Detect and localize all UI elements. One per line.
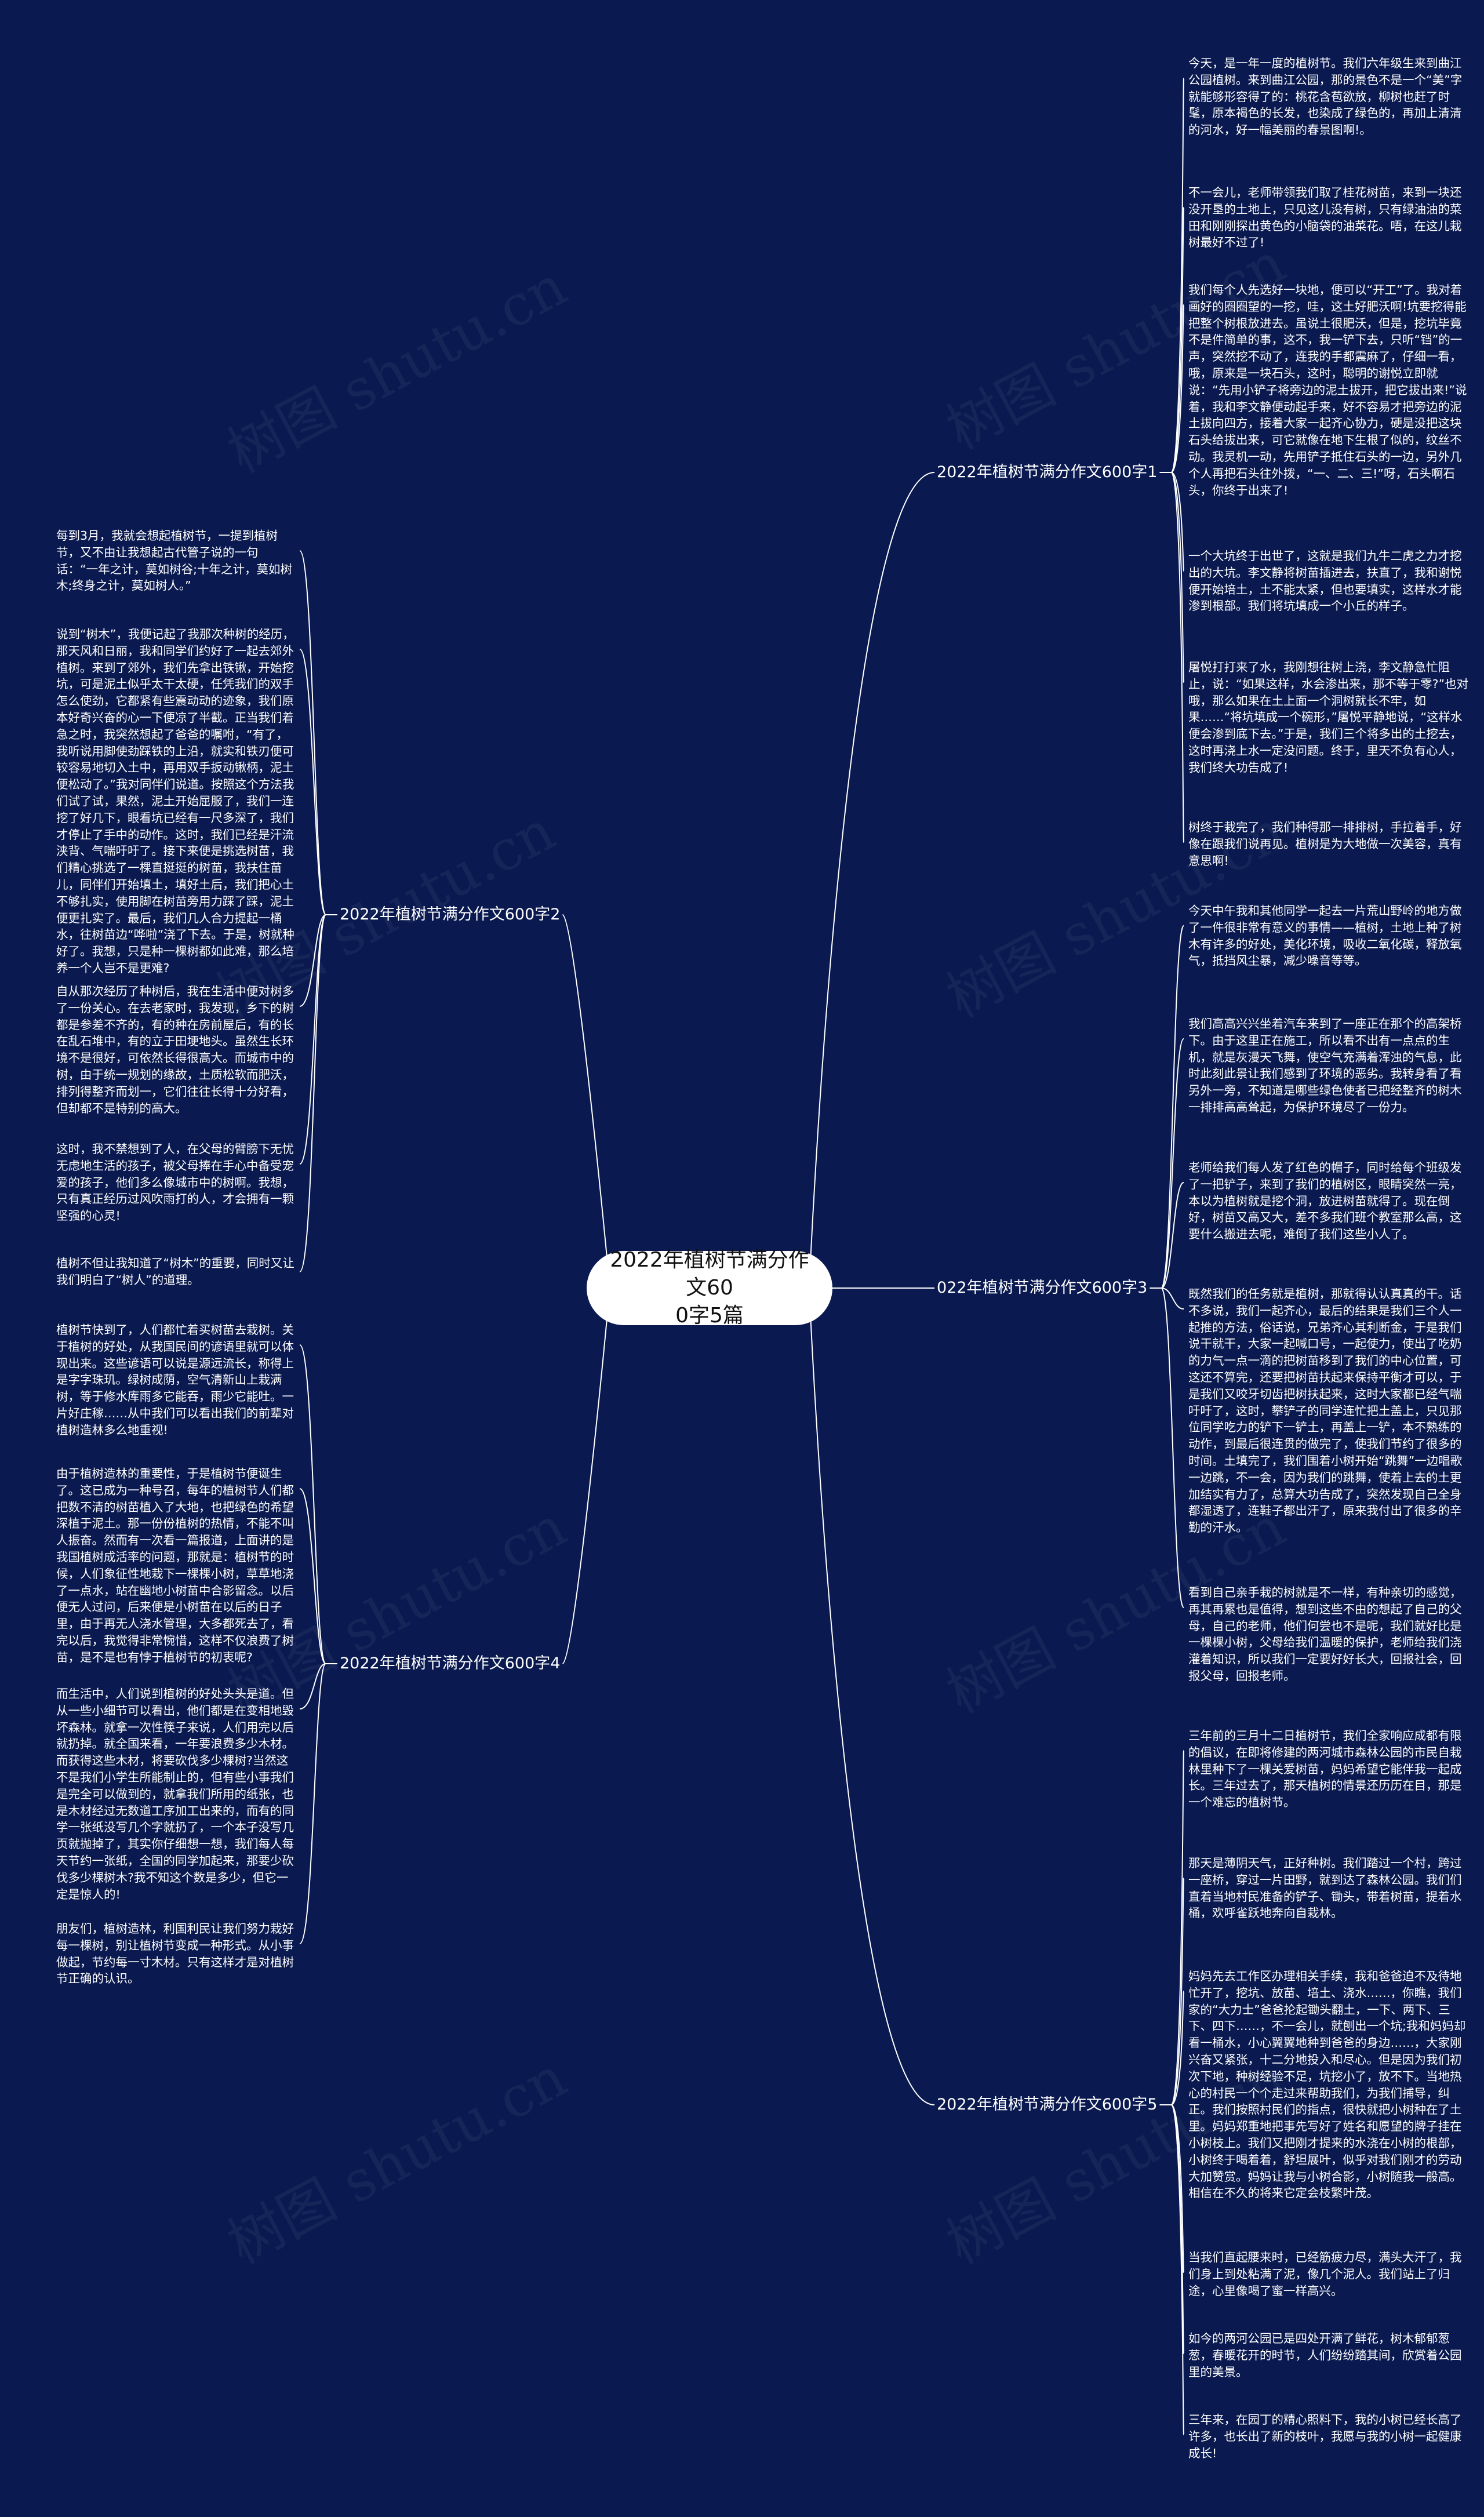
branch-4-leaf-3: 而生活中，人们说到植树的好处头头是道。但从一些小细节可以看出，他们都是在变相地毁… bbox=[56, 1687, 294, 1901]
branch-2-leaf-4: 这时，我不禁想到了人，在父母的臂膀下无忧无虑地生活的孩子，被父母捧在手心中备受宠… bbox=[56, 1142, 294, 1223]
branch-1-leaf-2: 不一会儿，老师带领我们取了桂花树苗，来到一块还没开垦的土地上，只见这儿没有树，只… bbox=[1188, 185, 1462, 250]
branch-1-leaf-6-link bbox=[1170, 472, 1184, 843]
branch-2-leaf-3: 自从那次经历了种树后，我在生活中便对树多了一份关心。在去老家时，我发现，乡下的树… bbox=[56, 984, 294, 1115]
branch-2-leaf-1-link bbox=[299, 550, 326, 915]
branch-3-leaf-2-link bbox=[1161, 1038, 1184, 1289]
branch-5[interactable]: 2022年植树节满分作文600字5 bbox=[937, 2096, 1158, 2114]
branch-1-leaf-3: 我们每个人先选好一块地，便可以“开工”了。我对着画好的圈圈望的一挖，哇，这土好肥… bbox=[1188, 283, 1467, 497]
branch-1-leaf-3-link bbox=[1170, 304, 1184, 473]
branch-5-leaf-3-link bbox=[1170, 1991, 1184, 2105]
root-topic[interactable]: 2022年植树节满分作文60 0字5篇 bbox=[587, 1248, 832, 1327]
branch-1-leaf-2-link bbox=[1170, 207, 1184, 473]
branch-1-leaf-4-link bbox=[1170, 472, 1184, 572]
branch-1-leaf-5: 屠悦打打来了水，我刚想往树上浇，李文静急忙阻止，说：“如果这样，水会渗出来，那不… bbox=[1188, 660, 1469, 774]
branch-5-leaf-4: 当我们直起腰来时，已经筋疲力尽，满头大汗了，我们身上到处粘满了泥，像几个泥人。我… bbox=[1188, 2250, 1462, 2298]
branch-4-leaf-4-link bbox=[299, 1663, 326, 1944]
branch-2-leaf-5: 植树不但让我知道了“树木”的重要，同时又让我们明白了“树人”的道理。 bbox=[56, 1256, 294, 1287]
branch-2-leaf-3-link bbox=[299, 914, 326, 1007]
branch-3-leaf-5: 看到自己亲手栽的树就是不一样，有种亲切的感觉，再其再累也是值得，想到这些不由的想… bbox=[1188, 1585, 1462, 1683]
branch-5-leaf-3: 妈妈先去工作区办理相关手续，我和爸爸迫不及待地忙开了，挖坑、放苗、培土、浇水……… bbox=[1188, 1969, 1466, 2200]
branch-2-leaf-2-link bbox=[299, 649, 326, 915]
branch-1[interactable]: 2022年植树节满分作文600字1 bbox=[937, 463, 1158, 481]
branch-3-leaf-5-link bbox=[1161, 1287, 1184, 1608]
root-topic-line-2: 0字5篇 bbox=[675, 1304, 744, 1327]
branch-1-leaf-1-link bbox=[1170, 78, 1184, 473]
branch-2-leaf-1: 每到3月，我就会想起植树节，一提到植树节，又不由让我想起古代管子说的一句话：“一… bbox=[56, 529, 293, 593]
branch-3-leaf-4-link bbox=[1161, 1287, 1184, 1310]
branch-5-leaf-6: 三年来，在园丁的精心照料下，我的小树已经长高了许多，也长出了新的枝叶，我愿与我的… bbox=[1188, 2413, 1462, 2460]
branch-2-leaf-2: 说到“树木”，我便记起了我那次种树的经历，那天风和日丽，我和同学们约好了一起去郊… bbox=[56, 627, 294, 975]
branch-1-link bbox=[809, 472, 935, 1289]
branch-5-leaf-5: 如今的两河公园已是四处开满了鲜花，树木郁郁葱葱，春暖花开的时节，人们纷纷踏其间，… bbox=[1188, 2332, 1462, 2379]
branch-5-leaf-4-link bbox=[1170, 2104, 1184, 2273]
branch-1-leaf-6: 树终于栽完了，我们种得那一排排树，手拉着手，好像在跟我们说再见。植树是为大地做一… bbox=[1188, 820, 1462, 868]
branch-5-leaf-1-link bbox=[1170, 1750, 1184, 2105]
branch-5-leaf-5-link bbox=[1170, 2104, 1184, 2354]
branch-3-leaf-3-link bbox=[1161, 1182, 1184, 1289]
branch-4-leaf-1-link bbox=[299, 1344, 326, 1664]
branch-2[interactable]: 2022年植树节满分作文600字2 bbox=[340, 905, 561, 923]
branch-1-leaf-4: 一个大坑终于出世了，这就是我们九牛二虎之力才挖出的大坑。李文静将树苗插进去，扶直… bbox=[1188, 549, 1462, 613]
branch-3-leaf-1-link bbox=[1161, 925, 1184, 1289]
root-topic-line-1: 2022年植树节满分作文60 bbox=[610, 1248, 809, 1300]
branch-2-leaf-4-link bbox=[299, 914, 326, 1165]
branch-3-leaf-2: 我们高高兴兴坐着汽车来到了一座正在那个的高架桥下。由于这里正在施工，所以看不出有… bbox=[1188, 1017, 1462, 1114]
branch-2-link bbox=[562, 914, 610, 1289]
branch-4-leaf-2: 由于植树造林的重要性，于是植树节便诞生了。这已成为一种号召，每年的植树节人们都把… bbox=[56, 1467, 294, 1664]
branch-5-leaf-1: 三年前的三月十二日植树节，我们全家响应成都有限的倡议，在即将修建的两河城市森林公… bbox=[1188, 1729, 1462, 1810]
branch-3-leaf-1: 今天中午我和其他同学一起去一片荒山野岭的地方做了一件很非常有意义的事情——植树，… bbox=[1188, 904, 1462, 968]
branch-4-leaf-3-link bbox=[299, 1663, 326, 1709]
branch-1-leaf-1: 今天，是一年一度的植树节。我们六年级生来到曲江公园植树。来到曲江公园，那的景色不… bbox=[1188, 56, 1463, 137]
branch-3-leaf-4: 既然我们的任务就是植树，那就得认认真真的干。话不多说，我们一起齐心，最后的结果是… bbox=[1188, 1287, 1463, 1535]
branch-4-leaf-4: 朋友们，植树造林，利国利民让我们努力栽好每一棵树，别让植树节变成一种形式。从小事… bbox=[56, 1922, 294, 1986]
branch-5-leaf-2-link bbox=[1170, 1878, 1184, 2105]
branch-5-link bbox=[809, 1287, 935, 2105]
branch-2-leaf-5-link bbox=[299, 914, 326, 1272]
branch-4-link bbox=[562, 1287, 610, 1664]
branch-1-leaf-5-link bbox=[1170, 472, 1184, 683]
branch-5-leaf-2: 那天是薄阴天气，正好种树。我们踏过一个村，跨过一座桥，穿过一片田野，就到达了森林… bbox=[1188, 1856, 1462, 1921]
branch-5-leaf-6-link bbox=[1170, 2104, 1184, 2435]
branch-4-leaf-2-link bbox=[299, 1488, 326, 1664]
branch-4-leaf-1: 植树节快到了，人们都忙着买树苗去栽树。关于植树的好处，从我国民间的谚语里就可以体… bbox=[56, 1323, 294, 1437]
branch-3-leaf-3: 老师给我们每人发了红色的帽子，同时给每个班级发了一把铲子，来到了我们的植树区，眼… bbox=[1188, 1161, 1462, 1242]
branch-3[interactable]: 022年植树节满分作文600字3 bbox=[937, 1279, 1148, 1297]
branch-4[interactable]: 2022年植树节满分作文600字4 bbox=[340, 1654, 561, 1672]
